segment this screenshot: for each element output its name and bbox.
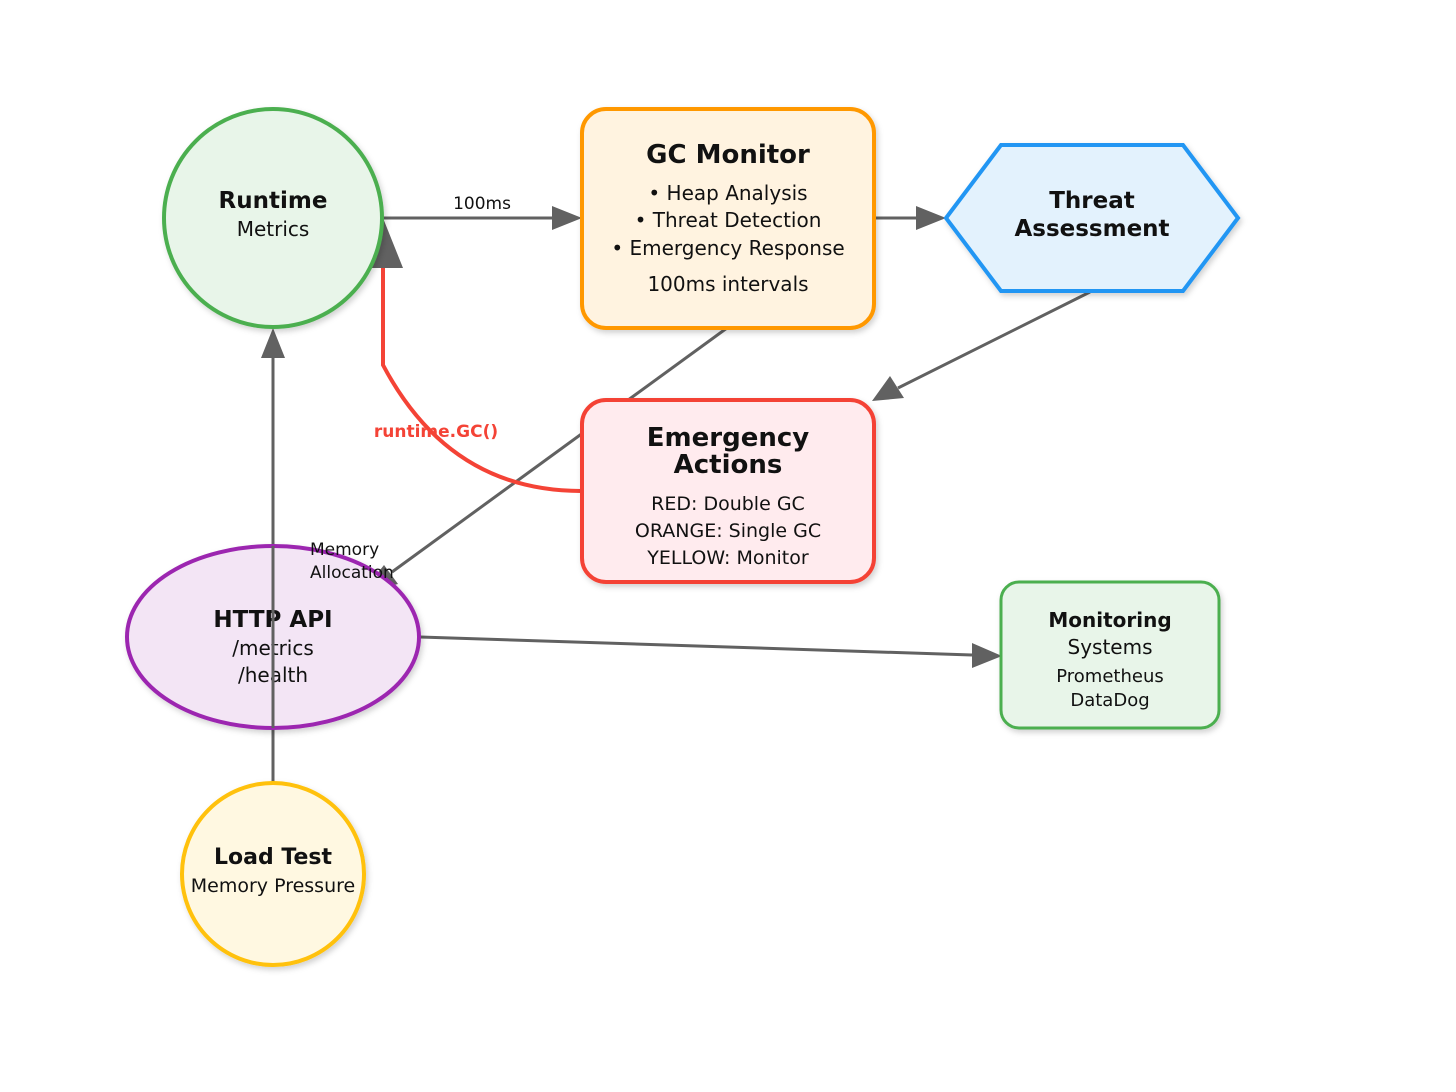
gc-monitor-line-4: 100ms intervals bbox=[647, 272, 808, 296]
monitoring-line-3: DataDog bbox=[1070, 690, 1149, 711]
node-runtime[interactable]: Runtime Metrics bbox=[162, 107, 384, 329]
edge-gc-to-http bbox=[391, 326, 728, 574]
monitoring-line-1: Systems bbox=[1068, 635, 1153, 659]
gc-monitor-line-1: • Heap Analysis bbox=[648, 181, 807, 205]
node-monitoring-systems[interactable]: Monitoring Systems Prometheus DataDog bbox=[999, 580, 1221, 730]
node-emergency-actions[interactable]: Emergency Actions RED: Double GC ORANGE:… bbox=[580, 398, 876, 584]
gc-monitor-line-3: • Emergency Response bbox=[611, 236, 844, 260]
arrowhead-monitoring bbox=[972, 643, 1002, 668]
node-threat-assessment[interactable]: Threat Assessment bbox=[943, 143, 1241, 293]
runtime-subtitle: Metrics bbox=[237, 217, 310, 241]
arrowhead-gc-left bbox=[552, 206, 582, 230]
gc-monitor-title: GC Monitor bbox=[646, 140, 810, 170]
edge-label-memory: Memory bbox=[310, 540, 379, 560]
node-gc-monitor[interactable]: GC Monitor • Heap Analysis • Threat Dete… bbox=[580, 107, 876, 330]
emergency-line-2: ORANGE: Single GC bbox=[635, 520, 821, 542]
monitoring-box bbox=[999, 580, 1221, 730]
load-test-subtitle: Memory Pressure bbox=[191, 875, 355, 897]
load-test-title: Load Test bbox=[214, 845, 332, 870]
emergency-line-3: YELLOW: Monitor bbox=[646, 547, 809, 569]
edge-emergency-to-runtime bbox=[381, 262, 582, 493]
threat-title-line-1: Threat bbox=[1049, 188, 1135, 214]
load-test-circle bbox=[180, 781, 366, 967]
gc-monitor-line-2: • Threat Detection bbox=[635, 208, 822, 232]
edge-http-to-monitoring bbox=[419, 635, 973, 657]
threat-title-line-2: Assessment bbox=[1014, 216, 1169, 242]
edge-label-100ms: 100ms bbox=[453, 194, 511, 214]
emergency-box bbox=[580, 398, 876, 584]
gc-monitor-box bbox=[580, 107, 876, 330]
monitoring-line-2: Prometheus bbox=[1056, 666, 1164, 687]
arrowhead-emergency bbox=[872, 376, 904, 401]
emergency-title-line-2: Actions bbox=[674, 450, 783, 480]
edge-threat-to-emergency bbox=[897, 290, 1091, 390]
node-load-test[interactable]: Load Test Memory Pressure bbox=[180, 781, 366, 967]
arrowhead-threat-left bbox=[916, 206, 946, 230]
runtime-title: Runtime bbox=[219, 188, 328, 214]
arrowhead-runtime-bottom bbox=[261, 328, 285, 358]
emergency-line-1: RED: Double GC bbox=[651, 493, 805, 515]
runtime-circle bbox=[162, 107, 384, 329]
threat-hexagon bbox=[943, 143, 1241, 293]
emergency-title-line-1: Emergency bbox=[647, 423, 809, 453]
edge-label-runtime-gc: runtime.GC() bbox=[374, 422, 498, 442]
edge-label-allocation: Allocation bbox=[310, 563, 394, 583]
monitoring-title: Monitoring bbox=[1048, 608, 1171, 632]
